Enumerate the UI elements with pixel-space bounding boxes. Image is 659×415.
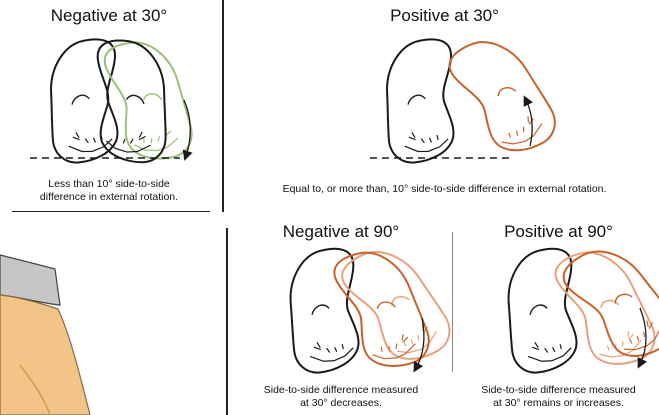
caption: Less than 10° side-to-side difference in… (0, 178, 218, 204)
left-foot-icon (32, 33, 137, 169)
rotated-foot-icon (330, 241, 435, 377)
horizontal-divider-left (12, 211, 210, 212)
vertical-divider-bottom (226, 228, 228, 415)
panel-title: Negative at 90° (282, 222, 400, 241)
left-foot-icon (271, 242, 379, 379)
caption: Side-to-side difference measured at 30° … (232, 384, 450, 410)
vertical-divider-bottom-right (452, 232, 453, 372)
panel-title: Positive at 90° (504, 222, 613, 241)
feet-figure (271, 233, 459, 379)
left-foot-icon (368, 33, 473, 169)
caption: Side-to-side difference measured at 30° … (458, 384, 659, 410)
panel-title: Positive at 30° (390, 6, 499, 25)
rotation-arrow-icon (182, 99, 193, 161)
ghost-foot-icon (102, 36, 196, 165)
caption-line-1: Side-to-side difference measured (263, 384, 419, 396)
caption-line-2: at 30° decreases. (300, 397, 382, 409)
panel-title: Negative at 30° (50, 6, 168, 25)
caption-line-2: at 30° remains or increases. (493, 397, 624, 409)
rotation-arrow-icon (523, 95, 533, 147)
feet-figure (368, 24, 563, 169)
caption-line-2: difference in external rotation. (39, 191, 179, 203)
rotation-arrow-icon (637, 307, 647, 369)
vertical-divider-top (222, 0, 224, 212)
caption-line-1: Less than 10° side-to-side (48, 178, 170, 190)
rotated-foot-icon (443, 24, 563, 167)
caption-line-1: Side-to-side difference measured (481, 384, 636, 396)
rotation-arrow-icon (413, 317, 425, 373)
leg-illustration (0, 254, 91, 415)
caption: Equal to, or more than, 10° side-to-side… (282, 183, 607, 195)
feet-figure (489, 230, 659, 379)
feet-figure (30, 33, 196, 169)
left-foot-icon (489, 242, 597, 379)
